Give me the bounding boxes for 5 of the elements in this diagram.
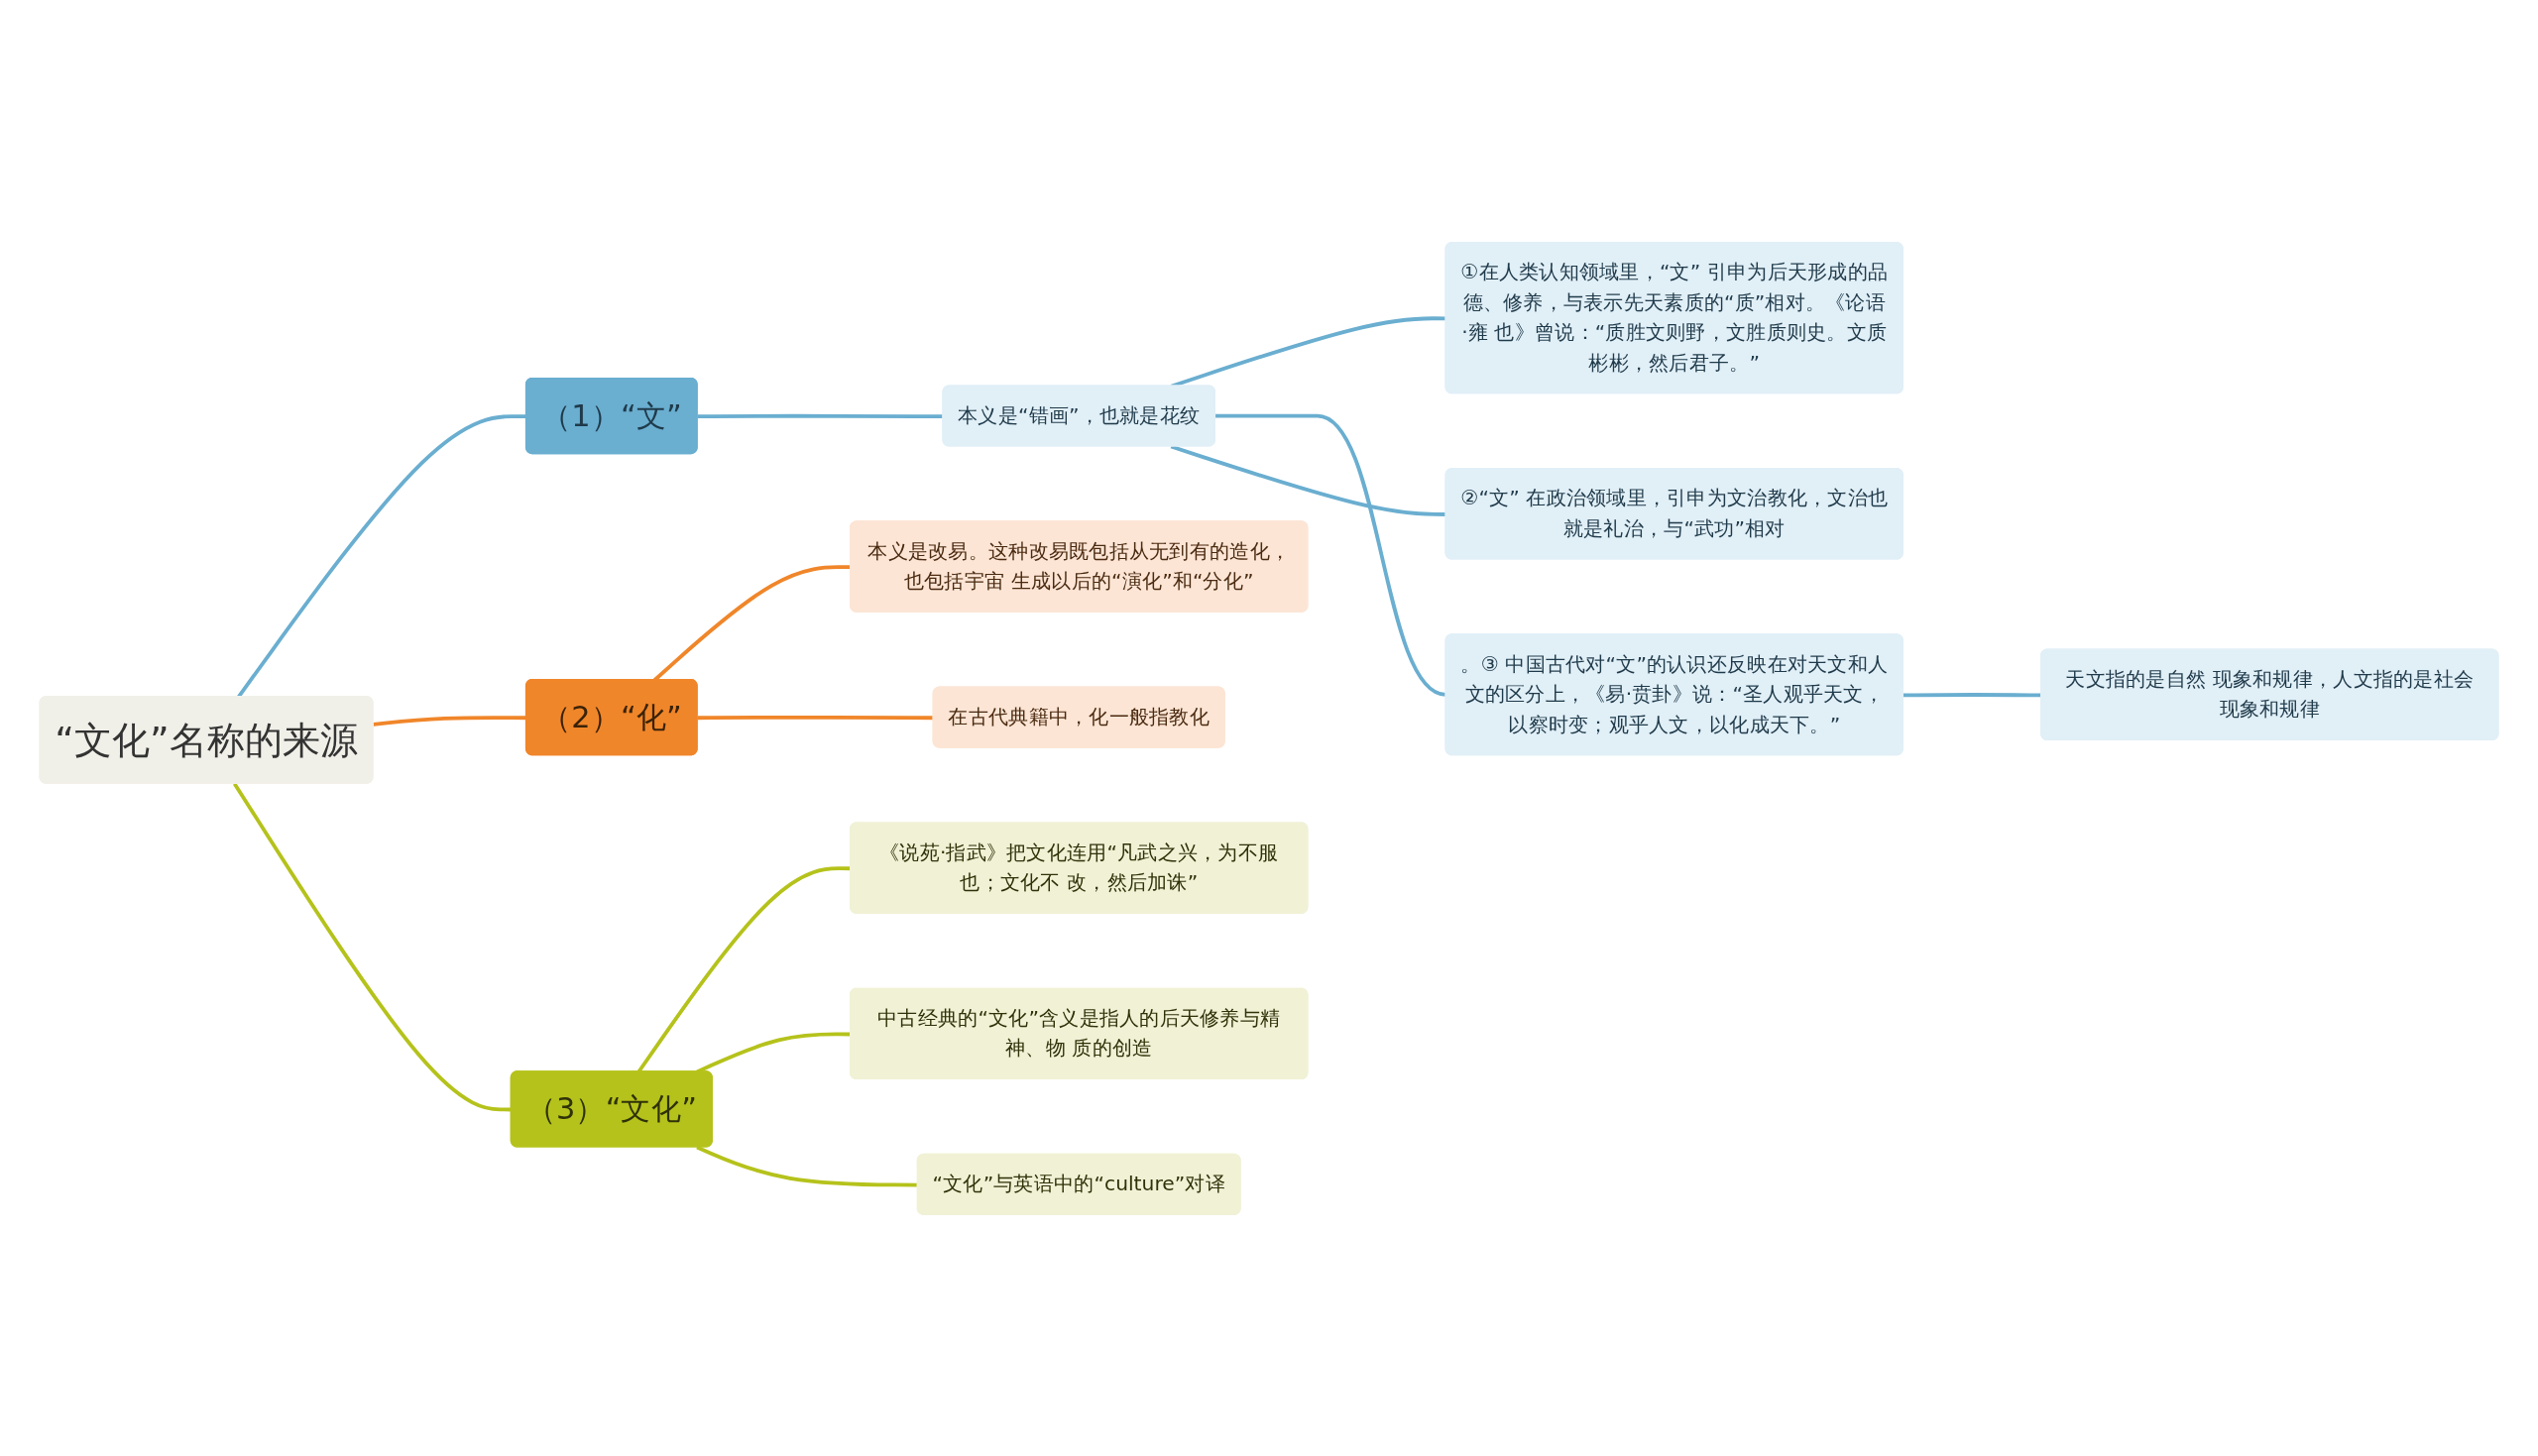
- connector: [697, 413, 944, 418]
- connector: [232, 782, 512, 1111]
- connector: [1214, 413, 1446, 697]
- connector: [697, 715, 934, 720]
- connector: [1170, 444, 1446, 516]
